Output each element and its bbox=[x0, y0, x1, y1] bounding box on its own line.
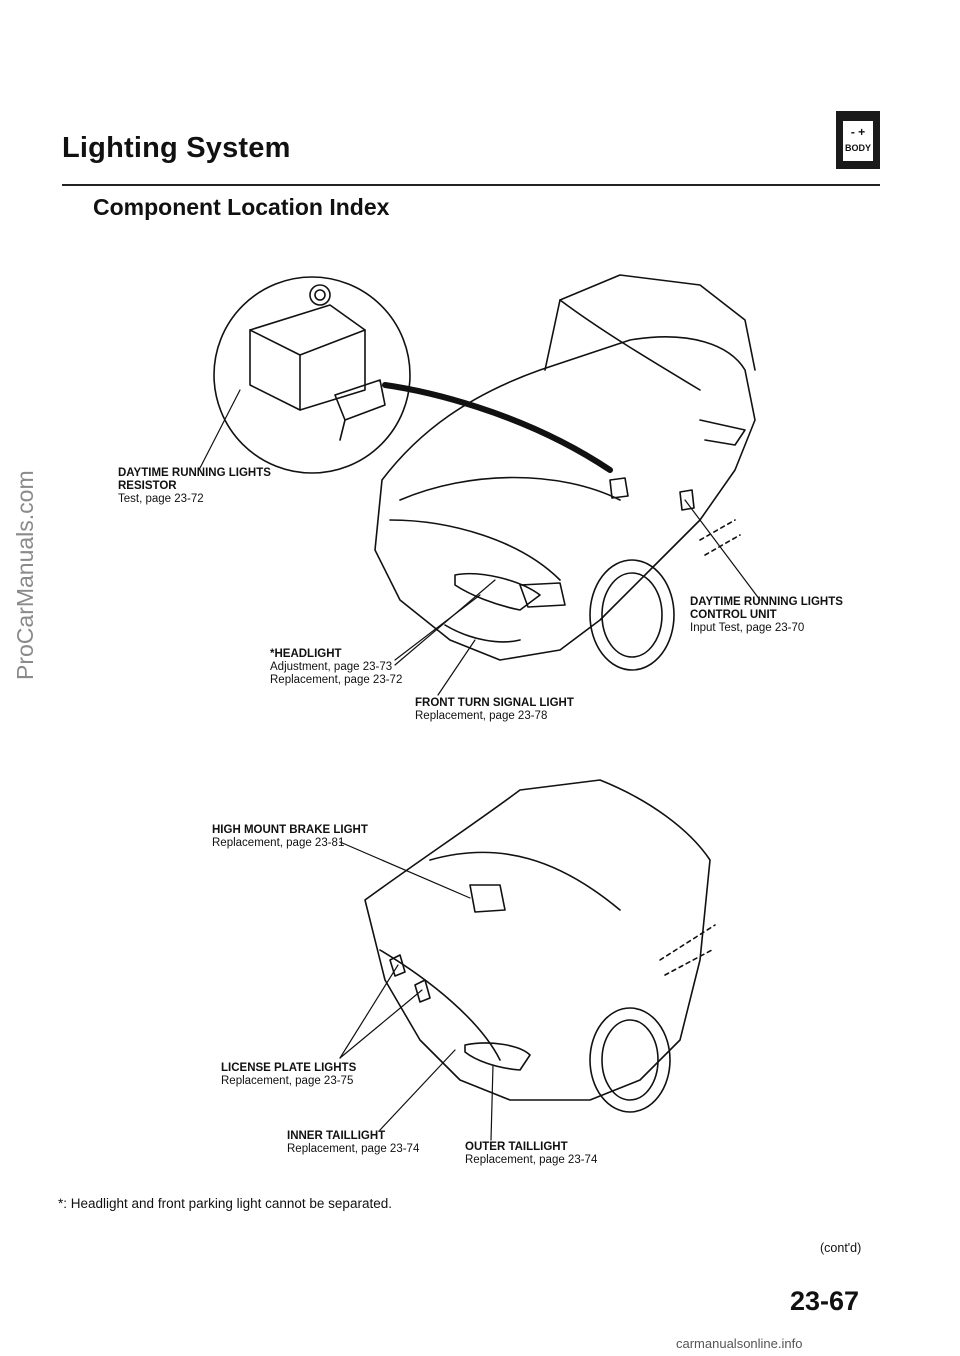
label-name-2: CONTROL UNIT bbox=[690, 609, 777, 621]
bottom-watermark: carmanualsonline.info bbox=[676, 1336, 803, 1351]
label-ref: Replacement, page 23-78 bbox=[415, 710, 548, 722]
footnote: *: Headlight and front parking light can… bbox=[58, 1196, 392, 1211]
header-rule bbox=[62, 184, 880, 186]
label-name: OUTER TAILLIGHT bbox=[465, 1141, 568, 1153]
front-car-drawing bbox=[374, 274, 756, 671]
label-name: FRONT TURN SIGNAL LIGHT bbox=[415, 697, 574, 709]
label-drl-control-unit: DAYTIME RUNNING LIGHTS CONTROL UNIT Inpu… bbox=[690, 596, 843, 635]
label-front-turn-signal: FRONT TURN SIGNAL LIGHT Replacement, pag… bbox=[415, 697, 574, 723]
label-drl-resistor: DAYTIME RUNNING LIGHTS RESISTOR Test, pa… bbox=[118, 467, 271, 506]
label-high-mount-brake: HIGH MOUNT BRAKE LIGHT Replacement, page… bbox=[212, 824, 368, 850]
continued-marker: (cont'd) bbox=[820, 1241, 862, 1255]
page-number: 23-67 bbox=[790, 1286, 860, 1316]
label-name: DAYTIME RUNNING LIGHTS bbox=[690, 596, 843, 608]
label-inner-taillight: INNER TAILLIGHT Replacement, page 23-74 bbox=[287, 1130, 419, 1156]
label-name: DAYTIME RUNNING LIGHTS bbox=[118, 467, 271, 479]
label-ref: Replacement, page 23-75 bbox=[221, 1075, 354, 1087]
label-ref: Test, page 23-72 bbox=[118, 493, 204, 505]
label-ref: Input Test, page 23-70 bbox=[690, 622, 805, 634]
label-headlight: *HEADLIGHT Adjustment, page 23-73 Replac… bbox=[270, 648, 402, 687]
label-name: *HEADLIGHT bbox=[270, 648, 342, 660]
rear-car-drawing bbox=[364, 779, 716, 1113]
battery-symbols: - + bbox=[850, 125, 866, 139]
label-ref: Replacement, page 23-74 bbox=[287, 1143, 420, 1155]
label-ref-1: Adjustment, page 23-73 bbox=[270, 661, 393, 673]
label-ref: Replacement, page 23-81 bbox=[212, 837, 345, 849]
label-name-2: RESISTOR bbox=[118, 480, 177, 492]
label-name: HIGH MOUNT BRAKE LIGHT bbox=[212, 824, 368, 836]
label-name: INNER TAILLIGHT bbox=[287, 1130, 386, 1142]
section-subtitle: Component Location Index bbox=[93, 194, 390, 220]
resistor-inset-drawing bbox=[213, 276, 613, 474]
label-license-plate: LICENSE PLATE LIGHTS Replacement, page 2… bbox=[221, 1062, 356, 1088]
body-section-badge: - + BODY bbox=[836, 111, 880, 169]
label-ref-2: Replacement, page 23-72 bbox=[270, 674, 403, 686]
side-watermark: ProCarManuals.com bbox=[12, 470, 38, 680]
label-name: LICENSE PLATE LIGHTS bbox=[221, 1062, 357, 1074]
label-ref: Replacement, page 23-74 bbox=[465, 1154, 598, 1166]
page-title: Lighting System bbox=[62, 132, 291, 164]
label-outer-taillight: OUTER TAILLIGHT Replacement, page 23-74 bbox=[465, 1141, 597, 1167]
leader-lines bbox=[199, 389, 761, 1141]
badge-label: BODY bbox=[844, 143, 871, 153]
